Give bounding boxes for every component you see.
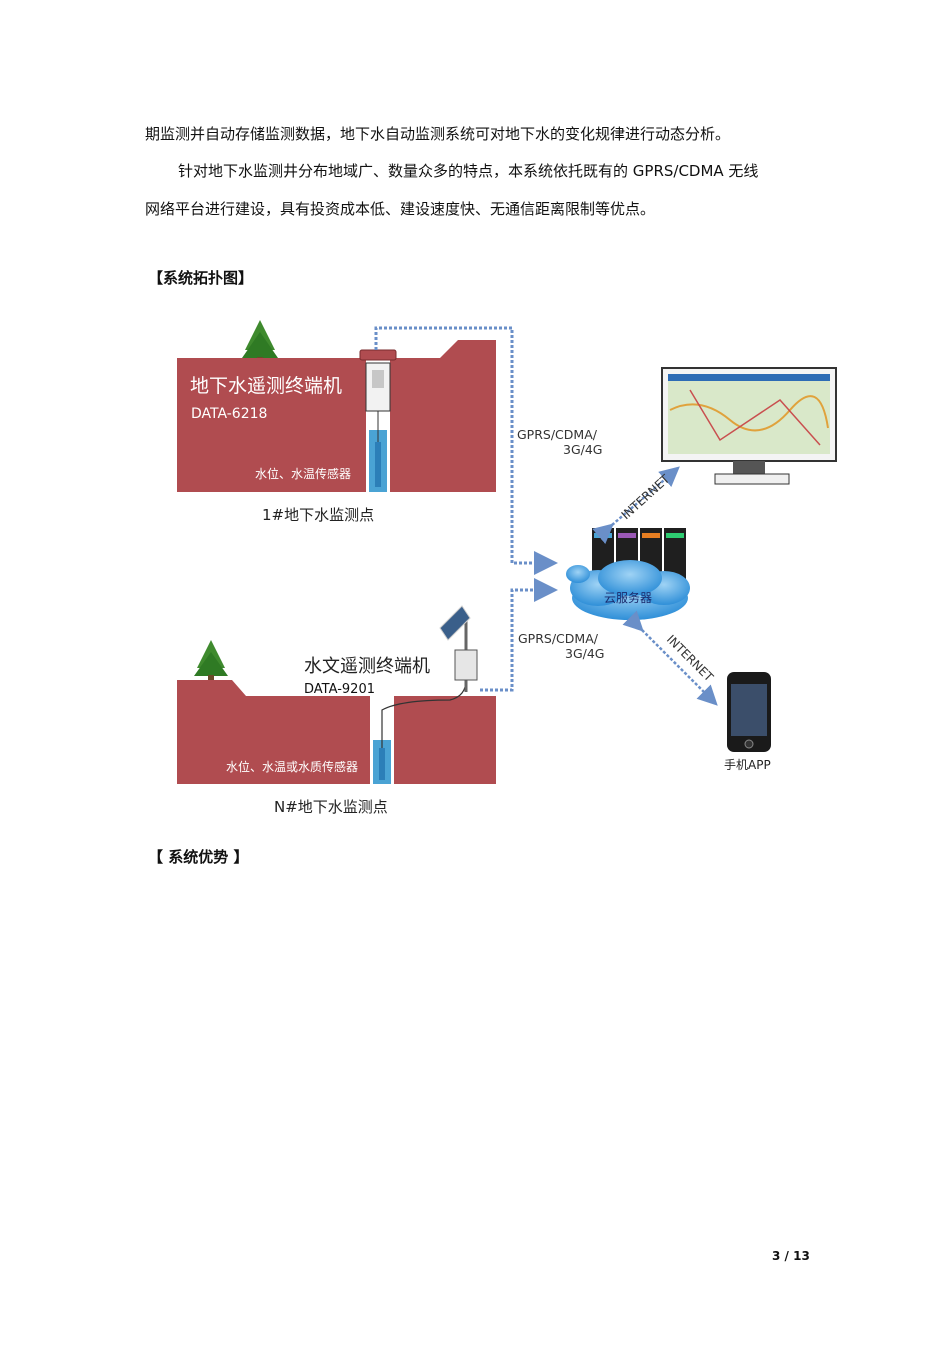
paragraph-line-2: 针对地下水监测井分布地域广、数量众多的特点，本系统依托既有的 GPRS/CDMA… [178,162,759,180]
link-label-2b: 3G/4G [565,646,605,661]
water-sensor-1 [375,442,381,487]
terminal-name-2: 水文遥测终端机 [304,656,430,677]
server-label: 云服务器 [604,590,652,605]
ground-block-2 [177,680,496,784]
station-1: 地下水遥测终端机 DATA-6218 水位、水温传感器 1#地下水监测点 [177,320,496,524]
terminal-model-2: DATA-9201 [304,682,375,697]
station-caption-2: N#地下水监测点 [274,798,388,816]
well-cap-1 [359,349,397,361]
terminal-device-2 [454,649,478,681]
phone-label: 手机APP [724,758,771,772]
link-label-1a: GPRS/CDMA/ [517,427,598,442]
cloud-server: 云服务器 [566,528,690,620]
terminal-model-1: DATA-6218 [191,406,267,422]
ground-block-1 [177,340,496,492]
sensor-label-2: 水位、水温或水质传感器 [226,759,358,774]
water-sensor-2 [379,748,385,780]
station-2: 水文遥测终端机 DATA-9201 水位、水温或水质传感器 N#地下水监测点 [177,605,496,816]
page-number: 3 / 13 [772,1249,810,1263]
internet-link-bottom [622,610,718,706]
link-label-2a: GPRS/CDMA/ [518,631,599,646]
internet-label-top: INTERNET [619,471,673,522]
monitor-icon [661,367,837,485]
topology-heading: 【系统拓扑图】 [148,269,254,287]
internet-link-top [592,466,680,545]
advantages-heading: 【 系统优势 】 [148,848,249,866]
sensor-label-1: 水位、水温传感器 [255,466,351,481]
link-label-1b: 3G/4G [563,442,603,457]
station-caption-1: 1#地下水监测点 [262,506,374,524]
phone-icon [727,672,771,752]
topology-diagram: 地下水遥测终端机 DATA-6218 水位、水温传感器 1#地下水监测点 GPR… [177,320,837,816]
tree-icon [194,640,228,683]
link-line-2 [480,578,558,692]
cloud-icon [566,560,690,620]
paragraph-line-3: 网络平台进行建设，具有投资成本低、建设速度快、无通信距离限制等优点。 [145,200,656,218]
link-line-1 [374,326,558,575]
solar-panel-icon [439,605,471,641]
terminal-name-1: 地下水遥测终端机 [190,375,342,397]
paragraph-line-1: 期监测并自动存储监测数据，地下水自动监测系统可对地下水的变化规律进行动态分析。 [145,125,731,143]
